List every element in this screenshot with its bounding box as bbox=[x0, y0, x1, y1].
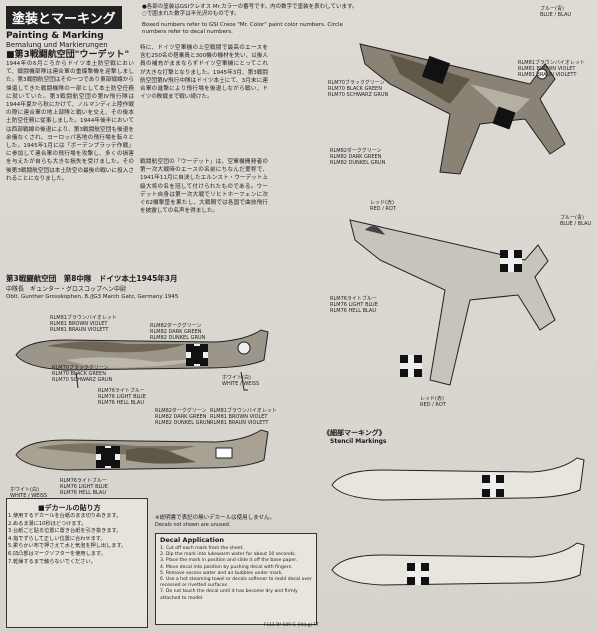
label-white-b: ホワイト(白) WHITE / WEISS bbox=[10, 487, 48, 499]
side-view-lower bbox=[15, 429, 269, 471]
decal-en-step: 4. Move decal into position by pushing d… bbox=[160, 564, 293, 570]
decal-en-step: 5. Remove excess water and air bubbles u… bbox=[160, 570, 283, 576]
footer-code: FL11 Bf 109 G-10(Lg) FT bbox=[264, 623, 319, 628]
decal-jp-box bbox=[6, 498, 148, 628]
label-red: レッド(赤) RED / ROT bbox=[370, 200, 396, 212]
decal-en-step: 1. Cut off each mark from the sheet. bbox=[160, 546, 244, 551]
decal-jp-step: 3.台紙ごと貼る位置に置き台紙を引き抜きます。 bbox=[8, 528, 122, 535]
section-title: ■第3戦闘航空団"ウーデット" bbox=[6, 50, 130, 60]
decal-jp-list: 1.使用するデカールを台紙のまま切りぬきます。 2.ぬるま湯に10秒ほどつけます… bbox=[8, 513, 143, 566]
decal-jp-step: 4.指でずらして正しい位置に合わせます。 bbox=[8, 535, 106, 542]
section-header: 塗装とマーキング Painting & Marking Bemalung und… bbox=[6, 6, 134, 49]
header-en: Painting & Marking bbox=[6, 31, 104, 41]
decal-en-step: 3. Place the mark in position and slide … bbox=[160, 558, 298, 564]
paint-note-jp: ●各部の塗装はGSIクレオス Mr.カラーの番号です。内の数字で塗装を表わしてい… bbox=[142, 4, 358, 17]
header-de: Bemalung und Markierungen bbox=[6, 41, 108, 49]
decal-en-step: 6. Use a hot steaming towel or decals so… bbox=[160, 577, 312, 589]
stencil-title: 《細部マーキング》 bbox=[323, 429, 386, 437]
pilot-caption-en: Oblt. Gunther Grosskophen, 8./JG3 March … bbox=[6, 294, 179, 300]
history-text-1: 1944年の6月ころからドイツ本土防空戦において、戦闘機部隊は連合軍の重爆撃機を… bbox=[6, 61, 134, 182]
pilot-caption: 中隊長 ギュンター・グロスコップヘン中尉 bbox=[6, 286, 127, 293]
decal-en-step: 7. Do not touch the decal until it has b… bbox=[160, 589, 298, 601]
under-view bbox=[349, 219, 556, 386]
label-blue: ブルー(青) BLUE / BLAU bbox=[540, 6, 572, 18]
history-text-3: 戦闘航空団の「ウーデット」は、空軍機開発者の第一次大戦時のエースの名前にちなんだ… bbox=[140, 159, 268, 215]
decal-jp-step: 5.柔らかい布で押さえて水と気泡を押し出します。 bbox=[8, 543, 127, 550]
label-rlm76: RLM76ライトブルー RLM76 LIGHT BLUE RLM76 HELL … bbox=[98, 388, 146, 406]
stencil-view-2 bbox=[331, 542, 585, 586]
decal-jp-step: 6.凹凸部はマークソフターを使用します。 bbox=[8, 550, 106, 557]
label-rlm76b: RLM76ライトブルー RLM76 LIGHT BLUE RLM76 HELL … bbox=[60, 478, 108, 496]
decal-note-en: Decals not shown are unused. bbox=[155, 522, 231, 528]
label-rlm81b: RLM81ブラウンバイオレット RLM81 BROWN VIOLET RLM81… bbox=[210, 408, 277, 426]
decal-jp-title: ■デカールの貼り方 bbox=[38, 504, 101, 512]
top-view bbox=[359, 43, 566, 175]
paint-note-en: Boxed numbers refer to GSI Creos "Mr. Co… bbox=[142, 22, 343, 35]
label-rlm70: RLM70ブラックグリーン RLM70 BLACK GREEN RLM70 SC… bbox=[52, 365, 113, 383]
label-rlm82b: RLM82ダークグリーン RLM82 DARK GREEN RLM82 DUNK… bbox=[155, 408, 211, 426]
side-view-upper bbox=[15, 329, 269, 391]
decal-en-title: Decal Application bbox=[160, 536, 224, 544]
header-tag: 塗装とマーキング bbox=[6, 6, 122, 29]
label-rlm76c: RLM76ライトブルー RLM76 LIGHT BLUE RLM76 HELL … bbox=[330, 296, 378, 314]
stencil-title-en: Stencil Markings bbox=[330, 438, 387, 445]
decal-jp-step: 1.使用するデカールを台紙のまま切りぬきます。 bbox=[8, 513, 122, 519]
label-rlm81: RLM81ブラウンバイオレット RLM81 BROWN VIOLET RLM81… bbox=[50, 315, 117, 333]
decal-en-list: 1. Cut off each mark from the sheet. 2. … bbox=[156, 546, 316, 602]
decal-en-step: 2. Dip the mark into lukewarm water for … bbox=[160, 552, 296, 558]
unit-caption: 第3戦闘航空団 第8中隊 ドイツ本土1945年3月 bbox=[6, 274, 178, 283]
label-red-b: レッド(赤) RED / ROT bbox=[420, 396, 446, 408]
label-blue-b: ブルー(青) BLUE / BLAU bbox=[560, 215, 592, 227]
decal-jp-step: 2.ぬるま湯に10秒ほどつけます。 bbox=[8, 520, 87, 527]
decal-note-jp: ※説明書で表記の無いデカールは使用しません。 bbox=[155, 515, 275, 521]
label-rlm82c: RLM82ダークグリーン RLM82 DARK GREEN RLM82 DUNK… bbox=[330, 148, 386, 166]
stencil-view-1 bbox=[331, 457, 585, 501]
decal-jp-step: 7.乾燥するまで触らないでください。 bbox=[8, 558, 96, 565]
label-rlm70b: RLM70ブラックグリーン RLM70 BLACK GREEN RLM70 SC… bbox=[328, 80, 389, 98]
label-rlm81c: RLM81ブラウンバイオレット RLM81 BROWN VIOLET RLM81… bbox=[518, 60, 585, 78]
decal-en-box: Decal Application 1. Cut off each mark f… bbox=[155, 533, 317, 625]
label-rlm82: RLM82ダークグリーン RLM82 DARK GREEN RLM82 DUNK… bbox=[150, 323, 206, 341]
history-text-2: 特に、ドイツ空軍機の上空戦闘で最高のエースを含む250名の搭乗員と300機の機材… bbox=[140, 45, 268, 101]
label-white: ホワイト(白) WHITE / WEISS bbox=[222, 375, 260, 387]
